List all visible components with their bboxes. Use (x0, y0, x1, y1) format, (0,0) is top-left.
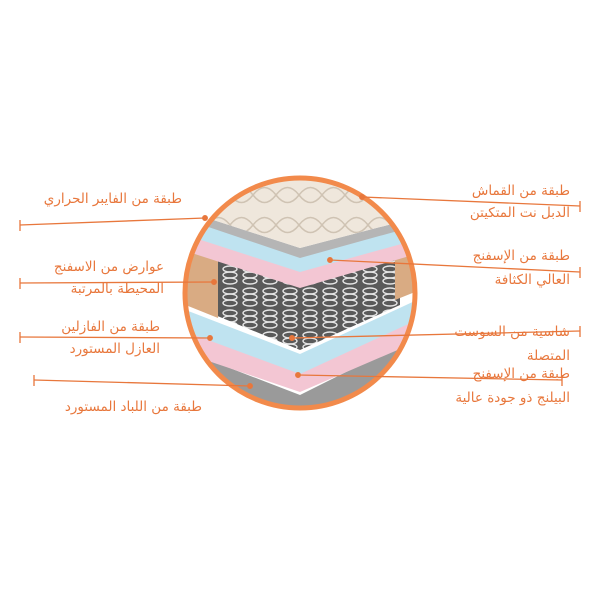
mattress-cross-section (185, 178, 415, 408)
blue-foam-bottom (185, 294, 415, 374)
blue-foam-top (185, 212, 415, 272)
label-hd-foam: طبقة من الإسفنج العالي الكثافة (472, 248, 570, 288)
left-leader-lines (19, 215, 253, 389)
right-leader-lines (289, 194, 581, 386)
label-edge-foam: عوارض من الاسفنج المحيطة بالمرتبة (53, 259, 164, 297)
highlight-circle (182, 175, 418, 411)
label-fiber: طبقة من الفايبر الحراري (43, 191, 182, 207)
label-fabric: طبقة من القماش الدبل نت المتكيتن (469, 183, 570, 221)
label-quality-foam: طبقة من الإسفنج البيلنج ذو جودة عالية (455, 366, 570, 406)
pink-foam-top (185, 228, 415, 288)
label-felt-insulation: طبقة من الفازلين العازل المستورد (61, 319, 160, 357)
label-pocket-springs: شاسية من السوست المتصلة (454, 324, 570, 364)
label-felt-pad: طبقة من اللباد المستورد (64, 399, 202, 415)
fiber-layer (185, 206, 415, 258)
